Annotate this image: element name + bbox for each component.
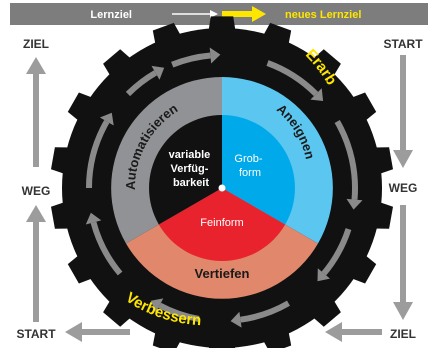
ring-arrow-shaft bbox=[171, 52, 211, 68]
ring-arrow-head-icon bbox=[99, 112, 114, 126]
grobform-line-1: Grob- bbox=[234, 153, 262, 165]
ring-arrow-head-icon bbox=[317, 268, 330, 282]
ring-arrow-head-icon bbox=[85, 212, 102, 225]
right-bottom-label: ZIEL bbox=[390, 327, 416, 341]
left-up-arrow-top-icon bbox=[26, 57, 46, 167]
ring-arrow-shaft bbox=[266, 60, 319, 97]
ring-arrow-head-icon bbox=[151, 65, 165, 80]
ring-arrows bbox=[85, 47, 363, 328]
segment-vertiefen-label: Vertiefen bbox=[195, 266, 250, 281]
segment-grobform bbox=[222, 115, 295, 225]
segment-variable bbox=[149, 115, 222, 225]
center-dot bbox=[218, 184, 226, 192]
gear-tooth bbox=[310, 297, 341, 327]
right-mid-label: WEG bbox=[389, 181, 418, 195]
ring-arrow-head-icon bbox=[310, 88, 324, 101]
ring-arrow-head-icon bbox=[209, 47, 221, 64]
left-bottom-label: START bbox=[16, 327, 56, 341]
feinform-label: Feinform bbox=[200, 217, 243, 229]
ring-arrow-shaft bbox=[158, 302, 200, 322]
top-bar: Lernziel neues Lernziel bbox=[10, 3, 428, 25]
ring-arrow-shaft bbox=[240, 300, 290, 323]
gear-tooth bbox=[103, 297, 134, 327]
top-bar-yellow-arrow-icon bbox=[222, 6, 266, 22]
top-bar-white-arrow-icon bbox=[172, 10, 218, 18]
ring-arrow-head-icon bbox=[230, 311, 242, 328]
right-path bbox=[325, 55, 413, 342]
ring-arrow-head-icon bbox=[150, 298, 164, 313]
right-top-label: START bbox=[383, 37, 423, 51]
gear-tooth bbox=[103, 49, 134, 79]
inner-segments bbox=[149, 115, 295, 261]
left-path bbox=[26, 57, 130, 342]
variable-line-3: barkeit bbox=[173, 177, 209, 189]
top-bar-background bbox=[10, 3, 428, 25]
ring-arrow-shaft bbox=[125, 70, 158, 97]
variable-line-2: Verfüg- bbox=[171, 163, 209, 175]
left-up-arrow-bottom-icon bbox=[26, 205, 46, 322]
grobform-label: Grob- form bbox=[234, 153, 265, 179]
variable-line-1: variable bbox=[169, 149, 211, 161]
gear-tooth bbox=[310, 49, 341, 79]
ring-arrow-shaft bbox=[86, 120, 110, 189]
top-bar-right-label: neues Lernziel bbox=[285, 9, 361, 21]
bottom-left-arrow-icon bbox=[65, 322, 130, 342]
ring-arrow-shaft bbox=[90, 221, 123, 276]
left-top-label: ZIEL bbox=[23, 37, 49, 51]
ring-arrow-shaft bbox=[334, 120, 358, 200]
bottom-right-arrow-icon bbox=[325, 322, 382, 342]
left-mid-label: WEG bbox=[22, 184, 51, 198]
ring-arrow-shaft bbox=[321, 228, 352, 276]
variable-label: variable Verfüg- barkeit bbox=[169, 149, 214, 189]
right-down-arrow-bottom-icon bbox=[393, 205, 413, 320]
segment-feinform bbox=[158, 188, 286, 261]
right-down-arrow-top-icon bbox=[393, 55, 413, 168]
top-bar-left-label: Lernziel bbox=[90, 9, 132, 21]
ring-arrow-head-icon bbox=[346, 198, 363, 210]
grobform-line-2: form bbox=[239, 167, 261, 179]
